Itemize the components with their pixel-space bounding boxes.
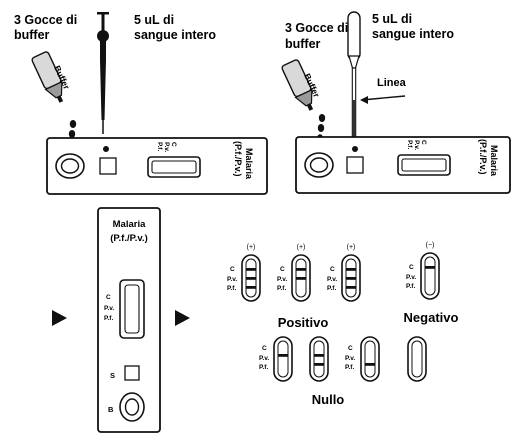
line-label: Linea: [377, 77, 407, 89]
device-name-2: (P.f./P.v.): [233, 141, 243, 177]
line-indicator: Linea: [360, 77, 407, 104]
result-null-1: C P.v. P.f.: [259, 336, 293, 382]
label-pv: P.v.: [227, 276, 237, 283]
micropipette-icon: [97, 12, 109, 134]
blood-volume-label: 5 uL di: [372, 12, 412, 26]
label-pv: P.v.: [345, 355, 355, 362]
label-pf: P.f.: [277, 285, 286, 292]
buffer-drops-label-2: buffer: [14, 28, 50, 42]
result-null-3: C P.v. P.f.: [345, 336, 380, 382]
result-null-2: [309, 336, 329, 382]
panel-dropper: 3 Gocce di buffer 5 uL di sangue intero …: [280, 11, 511, 194]
label-c: C: [230, 266, 235, 273]
label-pf: P.f.: [406, 283, 415, 290]
blood-volume-label: 5 uL di: [134, 13, 174, 27]
label-pf: P.f.: [227, 285, 236, 292]
result-sign: (+): [247, 244, 256, 251]
positive-label: Positivo: [278, 315, 329, 330]
negative-label: Negativo: [404, 310, 459, 325]
results: (+) C P.v. P.f. (+) C P.v. P.f. (+): [227, 242, 459, 407]
label-c: C: [330, 266, 335, 273]
label-c: C: [262, 345, 267, 352]
buffer-bottle-icon: Buffer: [280, 58, 322, 115]
label-c: C: [420, 140, 427, 145]
device-name: Malaria: [113, 219, 146, 230]
panel-micropipette: 3 Gocce di buffer 5 uL di sangue intero …: [14, 12, 268, 195]
label-pv: P.v.: [104, 305, 114, 312]
label-b: B: [108, 405, 114, 414]
device-name: Malaria: [489, 145, 499, 177]
buffer-drops-label-2: buffer: [285, 37, 321, 51]
blood-volume-label-2: sangue intero: [372, 27, 454, 41]
label-c: C: [280, 266, 285, 273]
device-name-2: (P.f./P.v.): [110, 233, 148, 244]
result-sign: (−): [426, 242, 435, 249]
label-pf: P.f.: [259, 364, 268, 371]
label-pv: P.v.: [259, 355, 269, 362]
label-pv: P.v.: [277, 276, 287, 283]
result-positive-3: (+) C P.v. P.f.: [327, 244, 361, 302]
blood-volume-label-2: sangue intero: [134, 28, 216, 42]
cassette-horizontal-1: C P.v. P.f. Malaria (P.f./P.v.): [46, 137, 268, 195]
result-negative: (−) C P.v. P.f.: [406, 242, 440, 300]
buffer-drops-label: 3 Gocce di: [285, 21, 348, 35]
label-c: C: [106, 294, 111, 301]
label-c: C: [170, 142, 177, 147]
cassette-vertical: Malaria (P.f./P.v.) C P.v. P.f. S B: [52, 207, 190, 433]
label-pv: P.v.: [327, 276, 337, 283]
label-pf: P.f.: [156, 142, 163, 151]
label-pv: P.v.: [406, 274, 416, 281]
result-sign: (+): [347, 244, 356, 251]
result-positive-2: (+) C P.v. P.f.: [277, 244, 311, 302]
dropper-pipette-icon: [347, 11, 361, 147]
result-null-4: [407, 336, 427, 382]
label-c: C: [409, 264, 414, 271]
cassette-horizontal-2: C P.v. P.f. Malaria (P.f./P.v.): [295, 136, 511, 194]
label-pv: P.v.: [413, 140, 420, 150]
result-sign: (+): [297, 244, 306, 251]
label-pv: P.v.: [163, 142, 170, 152]
buffer-bottle-icon: Buffer: [30, 50, 72, 107]
label-pf: P.f.: [104, 315, 113, 322]
device-name: Malaria: [244, 148, 254, 180]
label-pf: P.f.: [345, 364, 354, 371]
result-positive-1: (+) C P.v. P.f.: [227, 244, 261, 302]
buffer-drops-label: 3 Gocce di: [14, 13, 77, 27]
label-pf: P.f.: [406, 140, 413, 149]
label-c: C: [348, 345, 353, 352]
label-s: S: [110, 371, 115, 380]
device-name-2: (P.f./P.v.): [478, 139, 488, 175]
null-label: Nullo: [312, 392, 345, 407]
label-pf: P.f.: [327, 285, 336, 292]
